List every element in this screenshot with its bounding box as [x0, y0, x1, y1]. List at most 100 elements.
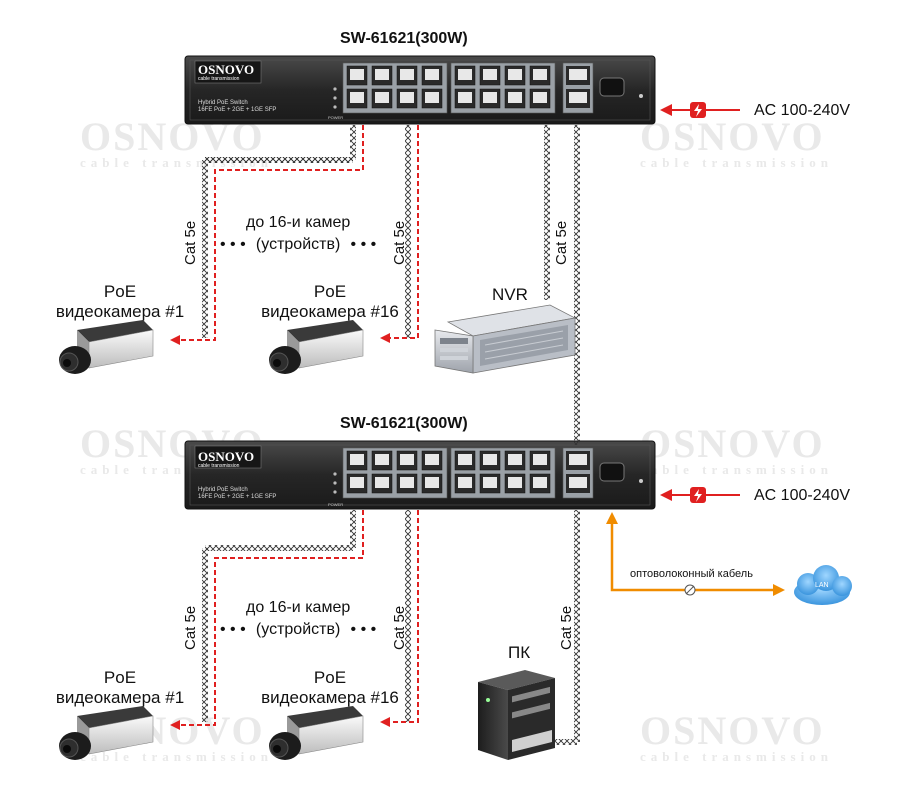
rj45-contacts — [375, 69, 389, 80]
rj45-contacts — [458, 92, 472, 103]
poe-arrow — [170, 720, 180, 730]
status-led — [333, 490, 337, 494]
power-input-1 — [660, 102, 740, 118]
rj45-contacts — [483, 477, 497, 488]
switch-1-ac-label: AC 100-240V — [754, 102, 851, 119]
rj45-contacts — [569, 69, 587, 80]
rj45-contacts — [375, 454, 389, 465]
fiber-link — [606, 512, 785, 596]
status-led — [333, 96, 337, 100]
twisted-pair-cable — [544, 125, 550, 300]
camera-icon — [269, 320, 364, 374]
brand-badge — [194, 60, 262, 84]
rj45-contacts — [533, 477, 547, 488]
switch-faceplate — [189, 444, 651, 506]
rj45-contacts — [508, 477, 522, 488]
rj45-contacts — [375, 92, 389, 103]
camera-icon — [59, 320, 154, 374]
pc-tower-icon — [478, 670, 555, 760]
lightning-icon — [690, 102, 706, 118]
rj45-contacts — [400, 92, 414, 103]
ellipsis-left: • • • — [220, 621, 246, 638]
twisted-pair-cable — [405, 510, 411, 722]
mode-button — [639, 479, 643, 483]
twisted-pair-cable — [350, 125, 356, 160]
switch-2-ac-label: AC 100-240V — [754, 487, 851, 504]
twisted-pair-cable — [574, 125, 580, 445]
twisted-pair-cable — [202, 160, 208, 338]
lan-label: LAN — [815, 582, 829, 589]
poe-power-line — [390, 125, 419, 339]
sfp-port — [599, 462, 625, 482]
cable-label: Cat 5e — [553, 220, 570, 265]
rj45-contacts — [508, 92, 522, 103]
cameras-group-text-2: до 16-и камер• • •(устройств)• • • — [220, 597, 376, 641]
cameras — [59, 320, 364, 760]
camera-lens-center — [63, 359, 71, 367]
lan-cloud-icon — [794, 565, 852, 605]
rj45-contacts — [569, 92, 587, 103]
rj45-contacts — [400, 69, 414, 80]
rj45-contacts — [508, 454, 522, 465]
poe-power-line — [180, 510, 364, 726]
twisted-pair-cable — [555, 739, 577, 745]
camera-hood — [77, 706, 153, 728]
pc-label: ПК — [508, 643, 531, 662]
camera-hood — [287, 320, 363, 342]
rj45-contacts — [458, 69, 472, 80]
rj45-contacts — [425, 69, 439, 80]
rj45-contacts — [569, 454, 587, 465]
twisted-pair-cable — [405, 125, 411, 338]
camera-icon — [269, 706, 364, 760]
rj45-contacts — [350, 454, 364, 465]
switch-faceplate — [189, 59, 651, 121]
camera-hood — [77, 320, 153, 342]
rj45-contacts — [569, 477, 587, 488]
rj45-contacts — [533, 454, 547, 465]
status-led — [333, 481, 337, 485]
poe-power-line — [180, 125, 364, 341]
ellipsis-right: • • • — [350, 621, 377, 638]
switch-1-power: POWER — [328, 115, 344, 120]
rj45-contacts — [483, 454, 497, 465]
rj45-contacts — [458, 477, 472, 488]
rj45-contacts — [533, 69, 547, 80]
rj45-contacts — [350, 69, 364, 80]
lightning-icon — [690, 487, 706, 503]
cable-label: Cat 5e — [391, 605, 408, 650]
twisted-pair-cable — [350, 510, 356, 548]
twisted-pair-cable — [202, 548, 208, 722]
camera-lens-center — [63, 745, 71, 753]
brand-badge — [194, 445, 262, 469]
nvr-server-icon — [434, 304, 577, 374]
poe-arrow — [380, 717, 390, 727]
rj45-contacts — [425, 477, 439, 488]
rj45-contacts — [533, 92, 547, 103]
twisted-pair-cable — [574, 510, 580, 742]
rj45-contacts — [425, 454, 439, 465]
rj45-contacts — [425, 92, 439, 103]
switch-1 — [184, 55, 656, 125]
twisted-pair-cable — [205, 157, 353, 163]
camera-hood — [287, 706, 363, 728]
poe-arrow — [380, 333, 390, 343]
fiber-label: оптоволоконный кабель — [630, 568, 753, 580]
cable-label: Cat 5e — [182, 220, 199, 265]
rj45-contacts — [508, 69, 522, 80]
switch-1-model: SW-61621(300W) — [340, 30, 468, 47]
ellipsis-left: • • • — [220, 236, 246, 253]
status-led — [333, 472, 337, 476]
nvr-label: NVR — [492, 285, 528, 304]
rj45-contacts — [400, 454, 414, 465]
camera-lens-center — [273, 745, 281, 753]
